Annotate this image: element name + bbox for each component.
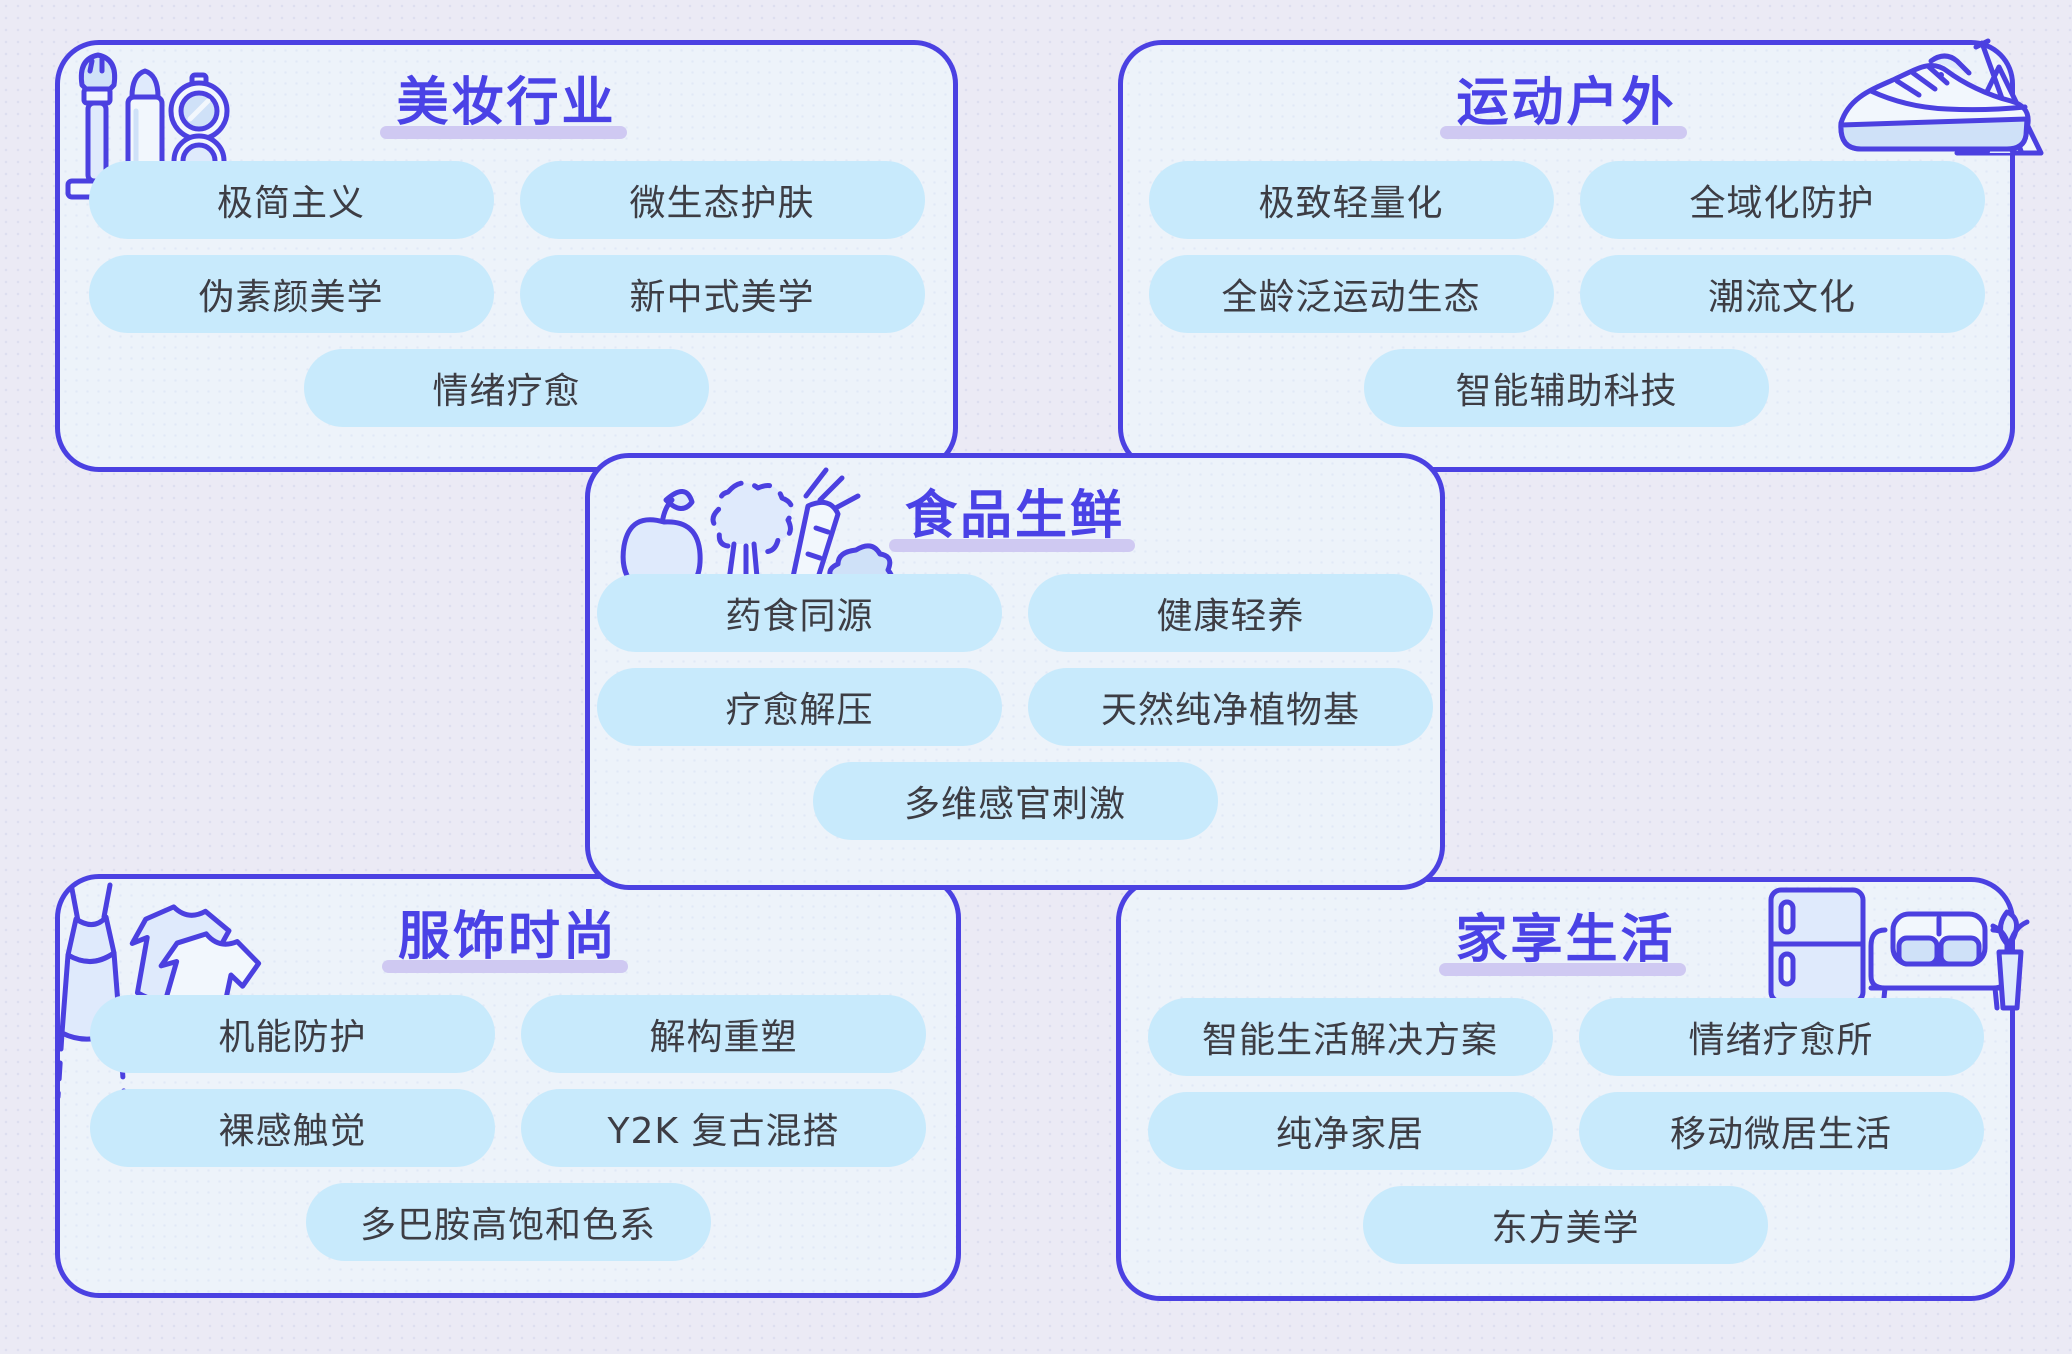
card-title: 美妆行业 xyxy=(380,73,627,139)
tag-pill: 新中式美学 xyxy=(519,255,925,333)
tag-pill: 情绪疗愈 xyxy=(304,349,709,427)
tag-pill: 全域化防护 xyxy=(1579,161,1985,239)
tag-rows: 药食同源 健康轻养 疗愈解压 天然纯净植物基 多维感官刺激 xyxy=(590,574,1440,840)
card-food-fresh: 食品生鲜 药食同源 健康轻养 疗愈解压 天然纯净植物基 多维感官刺激 xyxy=(585,453,1445,890)
tag-pill: 天然纯净植物基 xyxy=(1028,668,1433,746)
tag-pill: 药食同源 xyxy=(597,574,1002,652)
tag-pill: 微生态护肤 xyxy=(519,161,925,239)
tag-pill: 全龄泛运动生态 xyxy=(1148,255,1554,333)
tag-pill: 智能生活解决方案 xyxy=(1147,998,1553,1076)
tag-rows: 机能防护 解构重塑 裸感触觉 Y2K 复古混搭 多巴胺高饱和色系 xyxy=(60,995,956,1261)
tag-pill: 机能防护 xyxy=(90,995,495,1073)
tag-pill: 纯净家居 xyxy=(1147,1092,1553,1170)
tag-pill: 移动微居生活 xyxy=(1578,1092,1984,1170)
tag-pill: 多维感官刺激 xyxy=(812,762,1218,840)
card-title: 服饰时尚 xyxy=(381,907,629,973)
tag-rows: 极简主义 微生态护肤 伪素颜美学 新中式美学 情绪疗愈 xyxy=(60,161,953,427)
card-home-living: 家享生活 智能生活解决方案 情绪疗愈所 纯净家居 移动微居生活 东方美学 xyxy=(1116,877,2030,1301)
tag-pill: 东方美学 xyxy=(1363,1186,1768,1264)
tag-pill: 多巴胺高饱和色系 xyxy=(305,1183,711,1261)
tag-pill: 潮流文化 xyxy=(1579,255,1985,333)
tag-pill: 裸感触觉 xyxy=(90,1089,495,1167)
tag-pill: 智能辅助科技 xyxy=(1364,349,1769,427)
tag-pill: 健康轻养 xyxy=(1028,574,1433,652)
tag-rows: 智能生活解决方案 情绪疗愈所 纯净家居 移动微居生活 东方美学 xyxy=(1121,998,2010,1264)
tag-pill: 极致轻量化 xyxy=(1148,161,1554,239)
tag-pill: Y2K 复古混搭 xyxy=(521,1089,926,1167)
tag-pill: 疗愈解压 xyxy=(597,668,1002,746)
tag-pill: 解构重塑 xyxy=(521,995,926,1073)
card-title: 食品生鲜 xyxy=(888,486,1136,552)
tag-pill: 极简主义 xyxy=(88,161,494,239)
card-title: 家享生活 xyxy=(1439,910,1686,976)
tag-pill: 情绪疗愈所 xyxy=(1578,998,1984,1076)
tag-rows: 极致轻量化 全域化防护 全龄泛运动生态 潮流文化 智能辅助科技 xyxy=(1123,161,2010,427)
card-title: 运动户外 xyxy=(1440,73,1687,139)
card-fashion: 服饰时尚 机能防护 解构重塑 裸感触觉 Y2K 复古混搭 多巴胺高饱和色系 xyxy=(55,874,961,1298)
tag-pill: 伪素颜美学 xyxy=(88,255,494,333)
card-sports-outdoor: 运动户外 极致轻量化 全域化防护 全龄泛运动生态 潮流文化 智能辅助科技 xyxy=(1118,38,2044,472)
card-beauty: 美妆行业 极简主义 微生态护肤 伪素颜美学 新中式美学 情绪疗愈 xyxy=(55,40,958,472)
